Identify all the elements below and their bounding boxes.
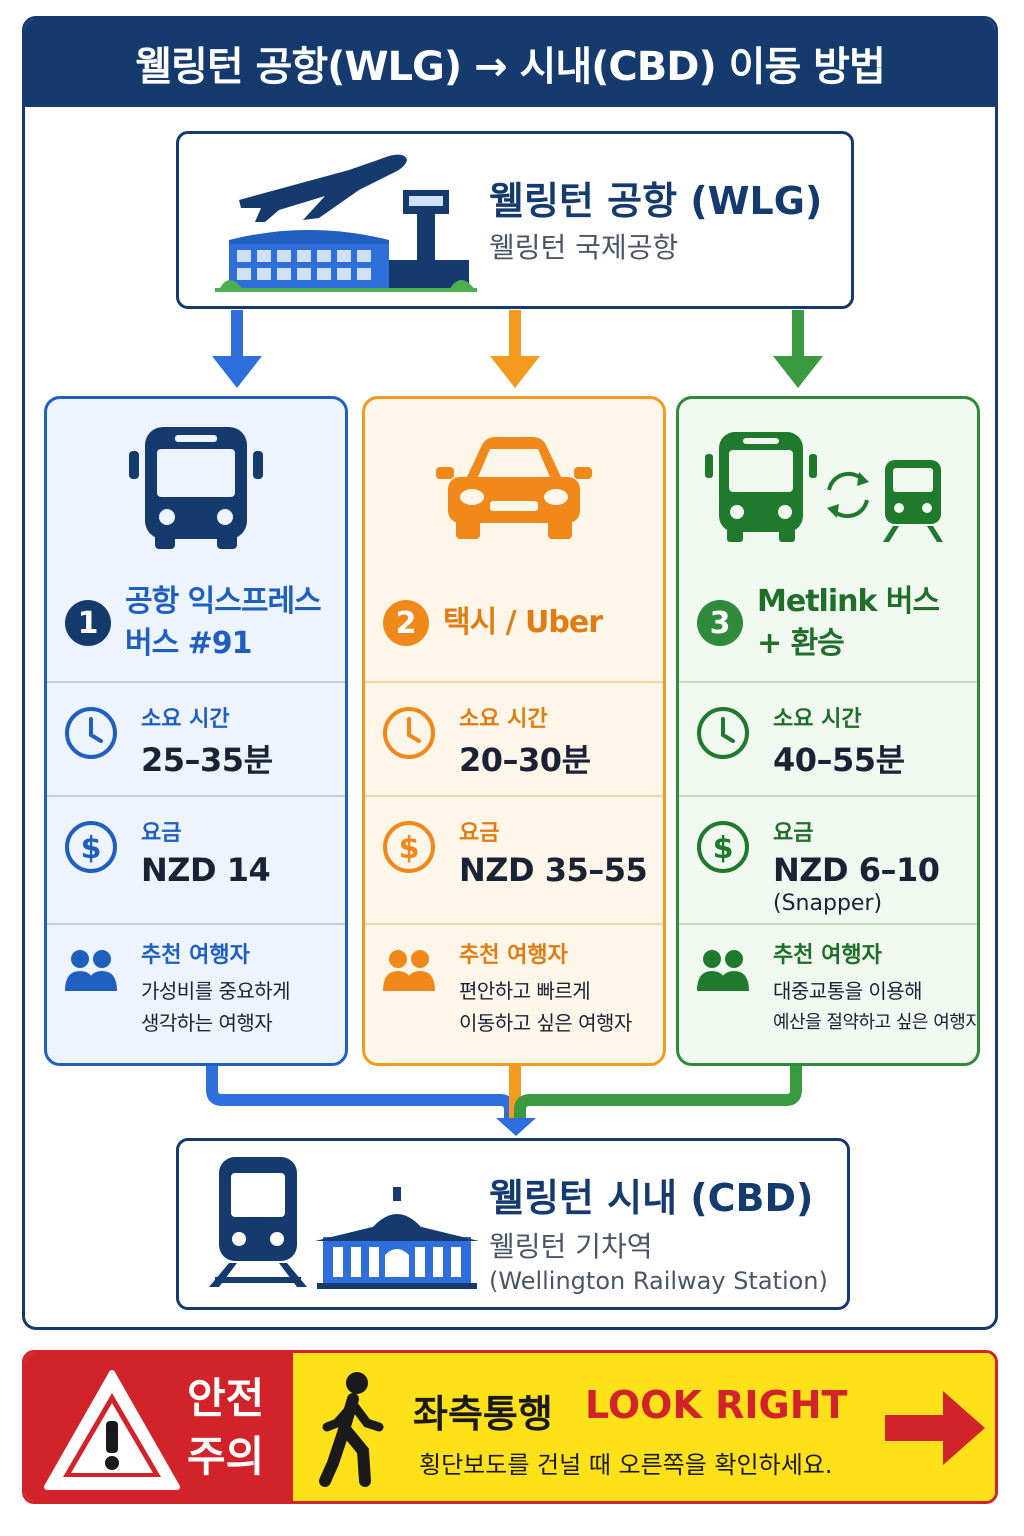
origin-name: 웰링턴 공항 (WLG) [489, 179, 823, 223]
destination-name: 웰링턴 시내 (CBD) [489, 1176, 814, 1220]
recommend-label: 추천 여행자 [773, 943, 882, 968]
arrow-down-blue [212, 310, 262, 388]
dollar-icon: $ [697, 821, 749, 873]
bus-transfer-train-icon [705, 432, 943, 542]
option-number: 1 [65, 600, 111, 646]
safety-message: 좌측통행 LOOK RIGHT 횡단보도를 건널 때 오른쪽을 확인하세요. [293, 1353, 995, 1501]
fare-label: 요금 [459, 821, 500, 846]
recommend-line1: 가성비를 중요하게 [141, 979, 291, 1003]
option-card-express-bus[interactable]: 1 공항 익스프레스 버스 #91 소요 시간 25–35분 $ 요금 NZD … [44, 396, 348, 1066]
option-number: 2 [383, 600, 429, 646]
travel-time: 20–30분 [459, 741, 591, 779]
safety-badge: 안전 주의 [25, 1353, 293, 1501]
travel-time: 25–35분 [141, 741, 273, 779]
warning-icon [44, 1370, 180, 1490]
arrow-down-orange [490, 310, 540, 388]
car-icon [436, 437, 592, 539]
svg-text:$: $ [399, 831, 420, 866]
clock-icon [697, 707, 749, 759]
fare-note: (Snapper) [773, 891, 883, 916]
train-station-icon [209, 1157, 479, 1289]
origin-box: 웰링턴 공항 (WLG) 웰링턴 국제공항 [176, 131, 854, 309]
arrow-right-icon [885, 1391, 985, 1465]
recommend-line2: 예산을 절약하고 싶은 여행자 [773, 1012, 980, 1033]
recommend-label: 추천 여행자 [459, 943, 568, 968]
origin-sub: 웰링턴 국제공항 [489, 231, 679, 264]
clock-icon [383, 707, 435, 759]
station-building-icon [315, 1187, 479, 1289]
safety-badge-line1: 안전 [187, 1374, 265, 1423]
dollar-icon: $ [383, 821, 435, 873]
time-label: 소요 시간 [773, 707, 862, 732]
clock-icon [65, 707, 117, 759]
travelers-icon [697, 950, 749, 991]
arrow-down-green [773, 310, 823, 388]
bus-icon [129, 427, 263, 549]
option-title-line1: 택시 / Uber [443, 605, 603, 640]
recommend-label: 추천 여행자 [141, 943, 250, 968]
recommend-line1: 대중교통을 이용해 [773, 979, 923, 1003]
page-title: 웰링턴 공항(WLG) → 시내(CBD) 이동 방법 [25, 19, 995, 107]
fare-label: 요금 [773, 821, 814, 846]
option-number: 3 [697, 600, 743, 646]
destination-sub: 웰링턴 기차역 [489, 1230, 653, 1263]
safety-badge-line2: 주의 [187, 1432, 265, 1481]
travelers-icon [65, 950, 117, 991]
dollar-icon: $ [65, 821, 117, 873]
merge-lines [206, 1066, 802, 1136]
destination-sub-en: (Wellington Railway Station) [489, 1267, 828, 1295]
recommend-line2: 이동하고 싶은 여행자 [459, 1011, 632, 1035]
safety-heading-ko: 좌측통행 [413, 1392, 553, 1436]
option-title-line1: Metlink 버스 [757, 584, 940, 619]
recommend-line2: 생각하는 여행자 [141, 1011, 273, 1035]
safety-banner: 안전 주의 좌측통행 LOOK RIGHT 횡단보도를 건널 때 오른쪽을 확인… [22, 1350, 998, 1504]
travelers-icon [383, 950, 435, 991]
svg-text:$: $ [713, 831, 734, 866]
safety-text: 횡단보도를 건널 때 오른쪽을 확인하세요. [419, 1451, 833, 1479]
airport-icon [215, 154, 477, 292]
destination-box: 웰링턴 시내 (CBD) 웰링턴 기차역 (Wellington Railway… [176, 1138, 850, 1310]
safety-heading-en: LOOK RIGHT [585, 1383, 848, 1427]
travel-time: 40–55분 [773, 741, 905, 779]
option-title-line1: 공항 익스프레스 [125, 584, 322, 619]
fare-label: 요금 [141, 821, 182, 846]
fare-value: NZD 14 [141, 851, 271, 889]
time-label: 소요 시간 [459, 707, 548, 732]
main-frame: 웰링턴 공항(WLG) → 시내(CBD) 이동 방법 [22, 16, 998, 1330]
recommend-line1: 편안하고 빠르게 [459, 979, 591, 1003]
option-title-line2: 버스 #91 [125, 626, 253, 661]
time-label: 소요 시간 [141, 707, 230, 732]
option-card-taxi-uber[interactable]: 2 택시 / Uber 소요 시간 20–30분 $ 요금 NZD 35–55 … [362, 396, 666, 1066]
pedestrian-icon [319, 1372, 384, 1487]
svg-text:$: $ [81, 831, 102, 866]
option-card-metlink-bus[interactable]: 3 Metlink 버스 + 환승 소요 시간 40–55분 $ 요금 NZD … [676, 396, 980, 1066]
fare-value: NZD 35–55 [459, 851, 648, 889]
fare-value: NZD 6–10 [773, 851, 940, 889]
option-title-line2: + 환승 [757, 626, 845, 661]
